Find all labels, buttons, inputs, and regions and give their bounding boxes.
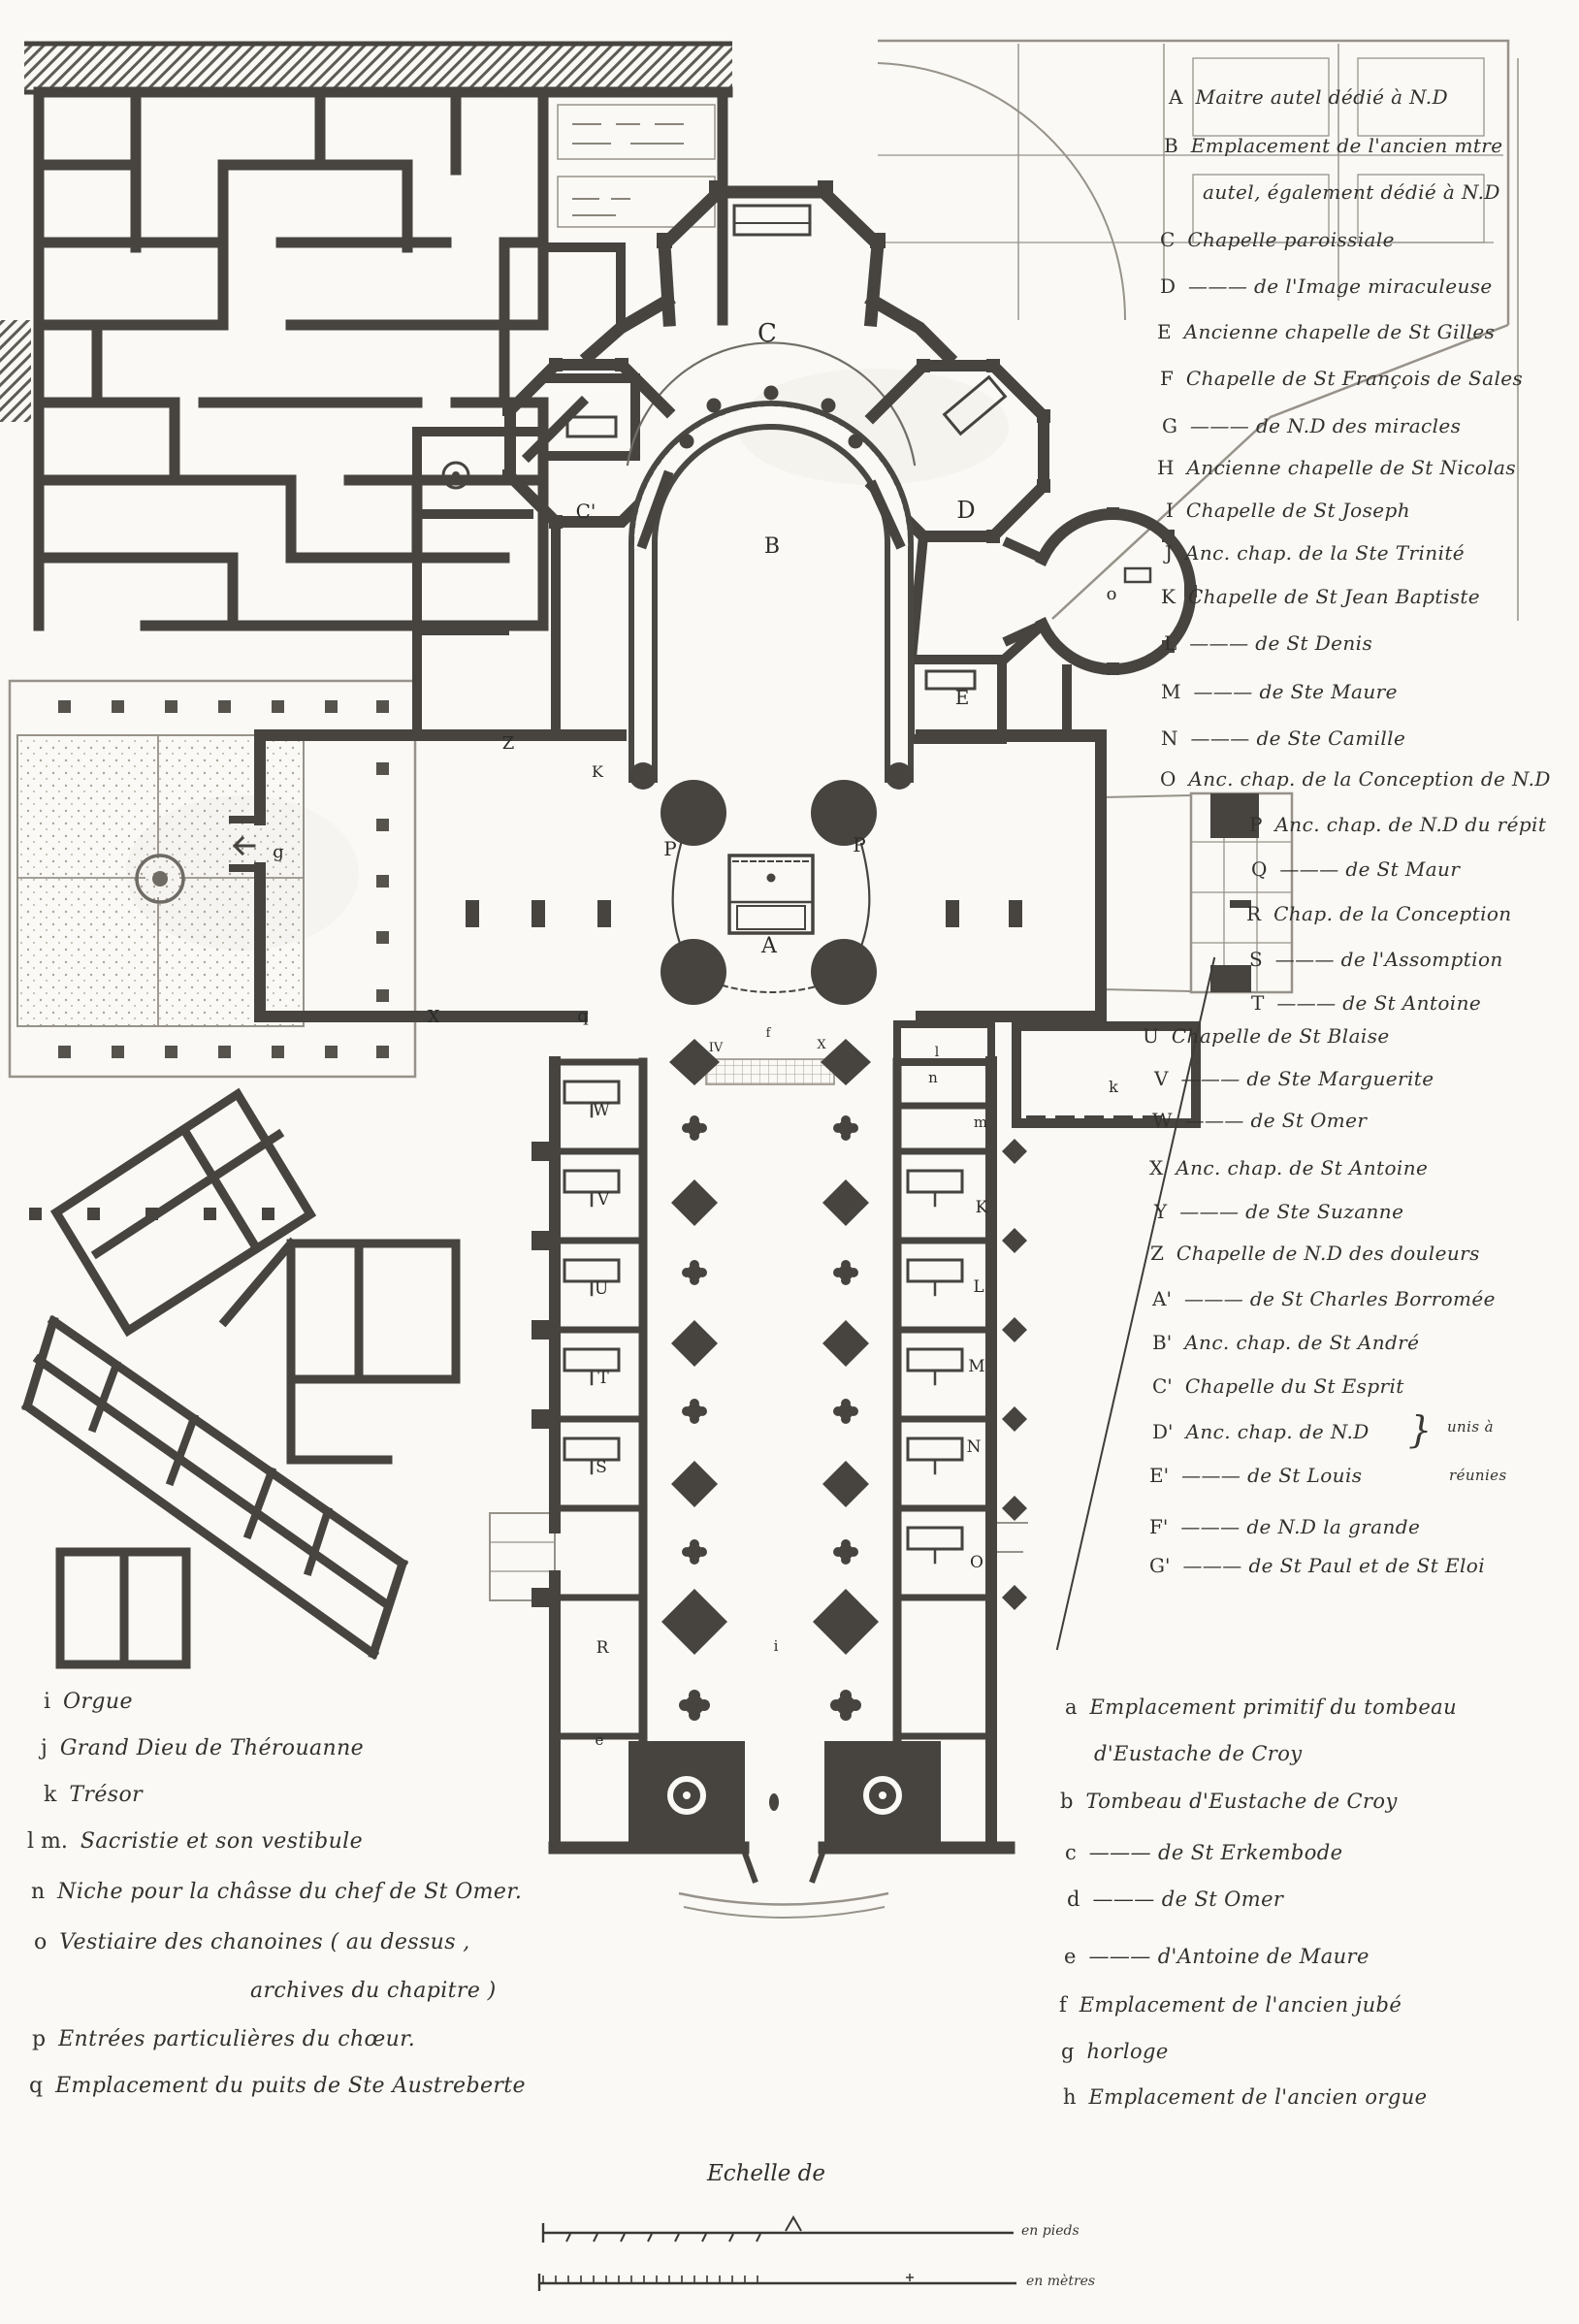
plan-letter-K: K [592, 762, 604, 781]
plan-letter-B: B [764, 534, 780, 559]
south-porch [489, 1512, 556, 1601]
leader-line [1055, 956, 1216, 1651]
plan-letter-Z: Z [502, 733, 515, 754]
plan-letter-X: X [817, 1038, 826, 1052]
ambulatory-walls [579, 292, 958, 367]
garden-beds [557, 104, 716, 228]
axial-chapel [657, 180, 886, 328]
treasury-room [893, 1020, 1201, 1128]
plan-letter-IV: IV [709, 1041, 724, 1055]
northwest-complex [33, 86, 733, 631]
chapel-altars [563, 1080, 964, 1565]
plan-letter-N: N [967, 1437, 982, 1457]
scale-unit-meters: en mètres [1026, 2274, 1096, 2289]
crossing [661, 780, 877, 1005]
apse-columns [679, 385, 863, 449]
west-steps [678, 1891, 889, 1919]
dark-walls [20, 86, 1259, 1884]
plan-letter-O: O [970, 1553, 983, 1572]
plan-letter-i: i [774, 1637, 779, 1655]
high-altar [727, 854, 815, 935]
jube-screen [705, 1058, 835, 1085]
chapel-d [864, 359, 1050, 543]
chapel-c-prime [502, 358, 676, 529]
plan-letter-D: D [956, 497, 975, 524]
plan-letter-T: T [597, 1369, 609, 1388]
plan-letter-o: o [1107, 584, 1117, 604]
choir-stalls [551, 401, 914, 790]
plan-letter-k: k [1109, 1078, 1118, 1096]
plan-letter-S: S [596, 1458, 607, 1477]
lower-gallery-piers [29, 1208, 274, 1220]
scale-title: Echelle de [706, 2161, 826, 2186]
plan-letter-n: n [928, 1069, 938, 1086]
garden [877, 39, 1519, 621]
southwest-outbuildings [20, 1087, 461, 1669]
plan-letter-E: E [955, 686, 970, 709]
plan-letter-C: C [757, 319, 777, 348]
plan-letter-e: e [596, 1731, 604, 1749]
east-porch [1100, 791, 1294, 994]
plan-letter-R: R [596, 1638, 610, 1658]
plan-letter-C': C' [576, 500, 596, 523]
plan-letter-M: M [968, 1357, 984, 1376]
nave [532, 1039, 1027, 1854]
plan-letter-q: q [577, 1006, 589, 1026]
rotunda-chapel [1002, 507, 1197, 675]
scale-bars [537, 2214, 1016, 2291]
plan-letter-m: m [974, 1114, 987, 1131]
cloister-piers [58, 700, 389, 1058]
roads [0, 41, 732, 422]
plan-letter-V: V [596, 1190, 610, 1210]
plan-letter-X: X [428, 1007, 440, 1027]
plan-letter-L: L [973, 1277, 983, 1297]
nave-piers [661, 1039, 879, 1811]
plan-letter-P: P [663, 837, 676, 860]
plan-letter-K: K [976, 1198, 988, 1217]
plan-letter-A: A [760, 934, 778, 958]
plan-letter-l: l [935, 1045, 940, 1060]
plan-letter-g: g [273, 842, 284, 862]
plan-letter-U: U [595, 1279, 608, 1299]
plan-letter-W: W [593, 1101, 610, 1120]
plan-letter-f: f [766, 1026, 772, 1041]
plan-letter-P: P [853, 833, 865, 856]
west-front [548, 1605, 1015, 1884]
scale-unit-feet: en pieds [1021, 2223, 1080, 2239]
transept [229, 626, 1107, 1022]
